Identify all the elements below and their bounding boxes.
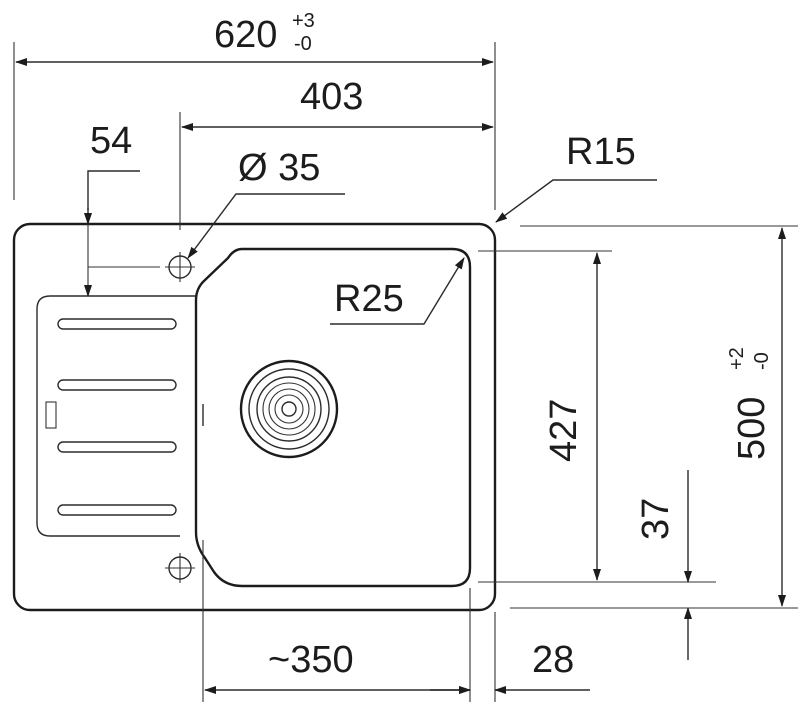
- dim-drainer-length: ~350: [202, 540, 471, 702]
- overall-depth-value: 500: [731, 397, 773, 460]
- bowl-side-offset-value: 28: [532, 639, 574, 681]
- bowl-radius-value: R25: [334, 278, 404, 320]
- bowl-depth-value: 427: [543, 399, 585, 462]
- drainer-grooves: [57, 318, 177, 516]
- overall-width-tol-minus: -0: [294, 33, 312, 55]
- dim-bowl-bottom-offset: 37: [635, 470, 692, 660]
- leader-tap-hole-diameter: Ø 35: [187, 147, 345, 259]
- drainer-length-value: ~350: [268, 639, 354, 681]
- overall-width-tol-plus: +3: [292, 10, 315, 32]
- overall-depth-tol-plus: +2: [726, 347, 748, 370]
- bowl-bottom-offset-value: 37: [635, 498, 677, 540]
- waste-outlet: [239, 359, 339, 459]
- sink-outline: [12, 222, 497, 612]
- overall-width-value: 620: [214, 14, 277, 56]
- tap-hole-upper: [165, 252, 195, 282]
- tap-hole-diameter-value: Ø 35: [238, 147, 320, 189]
- leader-outer-radius: R15: [495, 131, 657, 223]
- tap-hole-lower: [165, 553, 195, 583]
- dim-bowl-side-offset: 28: [430, 588, 590, 702]
- bowl-outline: [194, 247, 472, 588]
- outer-radius-value: R15: [566, 131, 636, 173]
- dim-overall-width: 620 +3 -0: [13, 10, 496, 210]
- leader-bowl-radius: R25: [330, 257, 465, 325]
- dim-bowl-depth: 427: [478, 250, 716, 583]
- dim-bowl-width: 403: [179, 76, 494, 230]
- bowl-width-value: 403: [300, 76, 363, 118]
- dim-overall-depth: 500 +2 -0: [510, 225, 798, 609]
- overall-depth-tol-minus: -0: [751, 352, 773, 370]
- dim-tap-hole-offset: 54: [84, 120, 160, 297]
- drainer-board: [36, 295, 204, 537]
- tap-hole-offset-value: 54: [90, 120, 132, 162]
